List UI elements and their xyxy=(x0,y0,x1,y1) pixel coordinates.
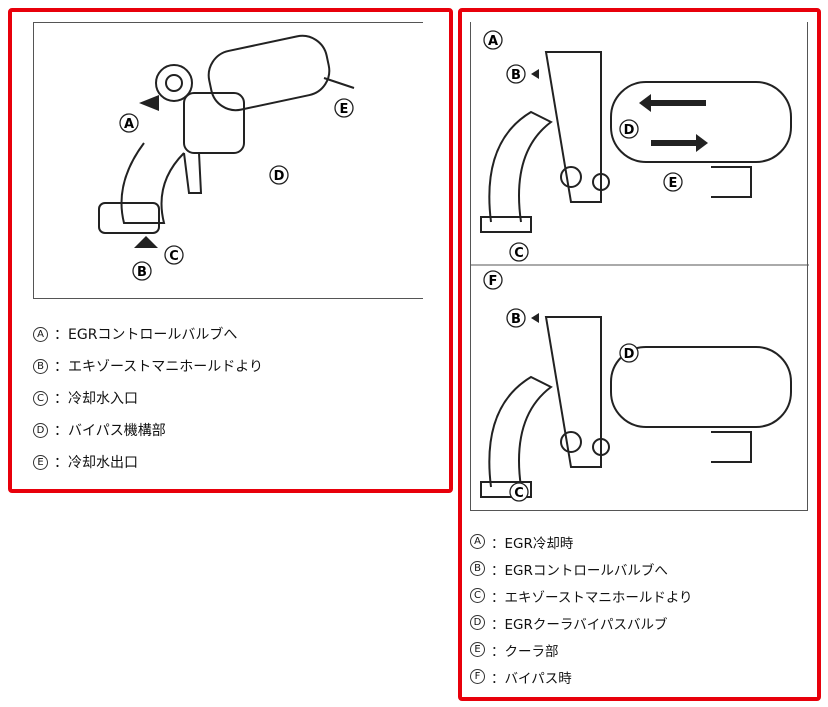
callout-b: B xyxy=(511,68,521,83)
left-panel xyxy=(8,8,453,493)
callout-d: D xyxy=(624,123,635,138)
legend-item: D ：バイパス機構部 xyxy=(33,414,263,446)
callout-a: A xyxy=(488,34,498,49)
egr-cooler-drawing: A B C D E xyxy=(98,34,355,281)
callout-d: D xyxy=(624,347,635,362)
left-legend: A ：EGRコントロールバルブへ B ：エキゾーストマニホールドより C ：冷却水入口… xyxy=(33,318,263,478)
right-legend: A ：EGR冷却時 B ：EGRコントロールバルブへ C ：エキゾーストマニホールドよ… xyxy=(470,528,693,690)
legend-item: E ：冷却水出口 xyxy=(33,446,263,478)
legend-mark: A xyxy=(33,326,48,342)
callout-e: E xyxy=(669,176,678,191)
legend-text: ：バイパス機構部 xyxy=(54,423,166,439)
legend-text: ：バイパス時 xyxy=(491,670,572,687)
legend-text: ：EGRコントロールバルブへ xyxy=(54,327,238,343)
callout-a: A xyxy=(124,117,134,132)
bypass-illustration: A B C D E F B C D xyxy=(470,22,809,511)
legend-mark: A xyxy=(470,534,485,549)
callout-f: F xyxy=(489,274,498,289)
callout-c: C xyxy=(514,246,524,261)
legend-text: ：EGR冷却時 xyxy=(491,535,574,552)
legend-mark: F xyxy=(470,669,485,684)
callout-e: E xyxy=(340,102,349,117)
legend-item: C ：冷却水入口 xyxy=(33,382,263,414)
legend-text: ：冷却水出口 xyxy=(54,455,138,471)
callout-b: B xyxy=(137,265,147,280)
legend-item: D ：EGRクーラバイパスバルブ xyxy=(470,609,693,636)
bypass-drawing: A B C D E F B C D xyxy=(471,30,809,502)
legend-item: F ：バイパス時 xyxy=(470,663,693,690)
legend-text: ：EGRコントロールバルブへ xyxy=(491,562,668,579)
legend-mark: B xyxy=(470,561,485,576)
egr-cooler-illustration: A B C D E xyxy=(33,22,423,299)
legend-item: B ：EGRコントロールバルブへ xyxy=(470,555,693,582)
legend-item: A ：EGRコントロールバルブへ xyxy=(33,318,263,350)
callout-c: C xyxy=(514,486,524,501)
legend-item: C ：エキゾーストマニホールドより xyxy=(470,582,693,609)
callout-b: B xyxy=(511,312,521,327)
callout-d: D xyxy=(274,169,285,184)
legend-text: ：エキゾーストマニホールドより xyxy=(54,359,264,375)
legend-item: B ：エキゾーストマニホールドより xyxy=(33,350,263,382)
legend-mark: D xyxy=(470,615,485,630)
legend-mark: C xyxy=(33,390,48,406)
legend-text: ：冷却水入口 xyxy=(54,391,138,407)
legend-mark: B xyxy=(33,358,48,374)
legend-item: E ：クーラ部 xyxy=(470,636,693,663)
right-panel xyxy=(458,8,821,701)
legend-mark: E xyxy=(470,642,485,657)
legend-item: A ：EGR冷却時 xyxy=(470,528,693,555)
legend-mark: E xyxy=(33,454,48,470)
legend-mark: C xyxy=(470,588,485,603)
legend-mark: D xyxy=(33,422,48,438)
legend-text: ：エキゾーストマニホールドより xyxy=(491,589,693,606)
legend-text: ：EGRクーラバイパスバルブ xyxy=(491,616,668,633)
legend-text: ：クーラ部 xyxy=(491,643,559,660)
callout-c: C xyxy=(169,249,179,264)
